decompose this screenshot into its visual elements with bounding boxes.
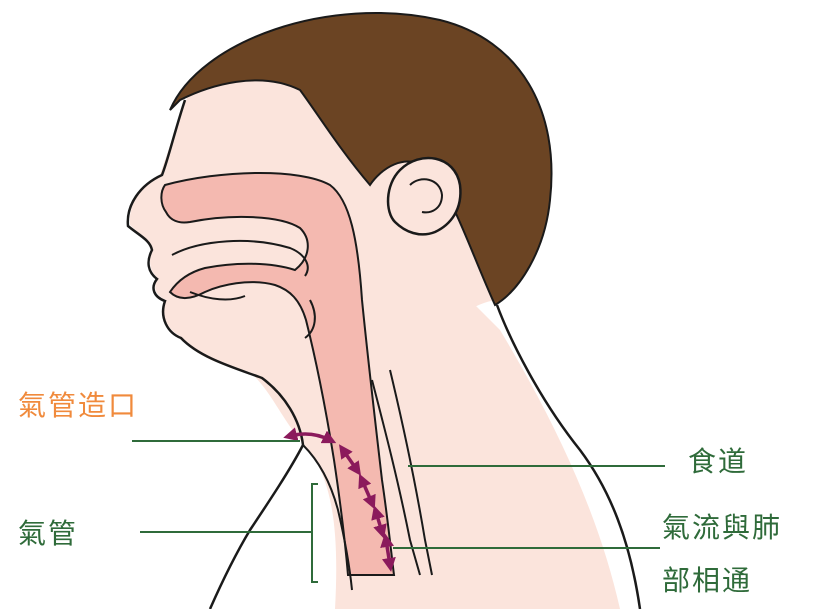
ear [388, 158, 460, 234]
airflow-label-line2: 部相通 [662, 565, 752, 597]
stoma-label: 氣管造口 [18, 390, 138, 422]
trachea-label: 氣管 [18, 518, 78, 550]
trachea-bracket [312, 484, 318, 582]
esophagus-label: 食道 [688, 446, 748, 478]
airflow-label-line1: 氣流與肺 [662, 512, 782, 544]
